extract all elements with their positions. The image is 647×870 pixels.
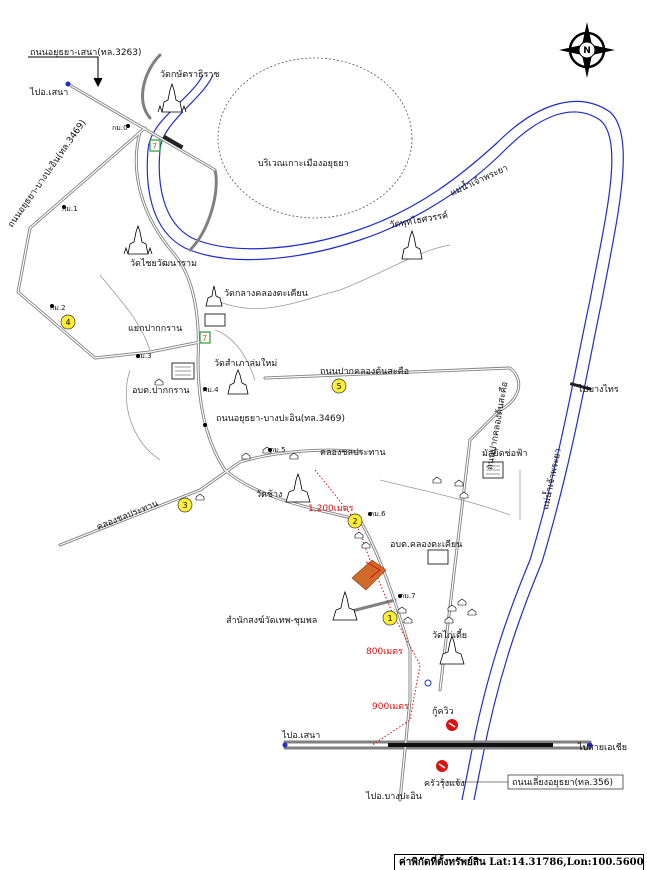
svg-text:7: 7 (202, 334, 207, 343)
label-wat-chang: วัดช้าง (256, 489, 282, 500)
svg-text:7: 7 (152, 142, 157, 151)
seven-eleven-icon: 7 7 (149, 139, 211, 344)
temple-icon-samphao (227, 368, 249, 395)
compass-icon: N (559, 22, 615, 78)
label-samnak-song: สำนักสงฆ์วัดเทพ-ชุมพล (226, 614, 317, 626)
label-mosque: มัสยิดช่อฟ้า (482, 448, 527, 459)
building-icon-obt-khlong (427, 549, 449, 565)
marker-3: 3 (177, 497, 193, 513)
marker-2: 2 (347, 513, 363, 529)
label-wat-klang: วัดกลางคลองตะเคียน (224, 288, 308, 299)
label-wat-samphao: วัดสำเภาล่มใหม่ (214, 358, 277, 369)
label-obt-khlong-takhian: อบต.คลองตะเคียน (390, 539, 462, 550)
label-to-sena-top: ไปอ.เสนา (29, 87, 68, 98)
temple-icon-samnak-song (332, 590, 358, 621)
label-wat-phutthai: วัดพุทไธศวรรค์ (388, 209, 448, 231)
marker-4: 4 (60, 314, 76, 330)
property-lot (351, 559, 387, 591)
temple-icon-kai-tia (439, 634, 465, 665)
svg-text:4: 4 (65, 318, 70, 327)
label-dist-900: 900เมตร (372, 702, 409, 712)
label-wat-kasat: วัดกษัตราธิราช (160, 69, 220, 80)
label-rd-3263: ถนนอยุธยา-เสนา(ทล.3263) (30, 48, 142, 58)
temple-icon-klang (205, 285, 223, 307)
label-ku-wiw: กู้ควิว (432, 706, 454, 717)
label-to-sena-bottom: ไปอ.เสนา (281, 730, 320, 741)
svg-text:กม.5: กม.5 (270, 446, 286, 454)
label-dist-800: 800เมตร (366, 647, 403, 657)
svg-text:กม.0: กม.0 (112, 124, 128, 132)
marker-1: 1 (382, 610, 398, 626)
svg-text:กม.3: กม.3 (136, 352, 152, 360)
label-wat-kai-tia: วัดไก่เตี้ย (432, 628, 467, 641)
label-rd-3469: ถนนอยุธยา-บางปะอิน(ทล.3469) (216, 413, 345, 424)
svg-text:1: 1 (387, 614, 392, 623)
label-khlong-chon-left: คลองชลประทาน (95, 499, 159, 533)
label-to-bang-sai: ไปบางไทร (577, 384, 619, 395)
coordinates-box: ค่าพิกัดที่ตั้งทรัพย์สิน Lat:14.31786,Lo… (394, 854, 644, 870)
bypass-road-bar (388, 743, 553, 747)
label-krua-rung: ครัวรุ้งแจ้ง (424, 778, 465, 789)
label-island: บริเวณเกาะเมืองอยุธยา (258, 158, 349, 169)
bridge-bar (162, 134, 184, 150)
location-pin (424, 679, 432, 687)
svg-text:กม.4: กม.4 (203, 386, 219, 394)
svg-text:2: 2 (352, 517, 357, 526)
temple-icon-kasat (157, 82, 187, 113)
marker-5: 5 (331, 378, 347, 394)
marker-ku-wiw (446, 719, 458, 731)
label-rd-pak-khlong: ถนนปากคลองต้นสะคือ (320, 366, 409, 377)
label-dist-1200: 1,200เมตร (308, 504, 354, 514)
label-chaophraya-upper: แม่น้ำเจ้าพระยา (448, 161, 510, 199)
svg-text:N: N (583, 46, 591, 56)
label-wat-chai: วัดไชยวัฒนาราม (130, 258, 197, 269)
marker-krua-rung (436, 760, 448, 772)
temple-icon-chai (123, 224, 153, 255)
building-icon-school (204, 313, 226, 327)
svg-text:กม.2: กม.2 (50, 304, 66, 312)
label-yaek-pak-kran: แยกปากกราน (128, 324, 182, 334)
temple-icon-phutthai (401, 229, 423, 260)
svg-text:กม.7: กม.7 (400, 592, 416, 600)
label-obt-pak-kran: อบต.ปากกราน (132, 386, 190, 396)
svg-text:5: 5 (336, 382, 341, 391)
label-khlong-chon: คลองชลประทาน (320, 448, 385, 458)
chaophraya-river (146, 74, 624, 801)
label-to-asia: ไปสายเอเชีย (577, 742, 627, 753)
temple-icon-chang (285, 472, 311, 503)
svg-text:กม.6: กม.6 (370, 510, 386, 518)
label-chaophraya-right: แม่น้ำเจ้าพระยา (538, 447, 564, 511)
road-pointer-arrow (28, 56, 103, 88)
label-to-bang-pa-in: ไปอ.บางปะอิน (365, 791, 422, 802)
ayutthaya-island-area (217, 57, 413, 219)
svg-text:3: 3 (182, 501, 187, 510)
svg-text:กม.1: กม.1 (62, 205, 78, 213)
label-rd-bypass-356: ถนนเลี่ยงอยุธยา(ทล.356) (512, 775, 613, 788)
